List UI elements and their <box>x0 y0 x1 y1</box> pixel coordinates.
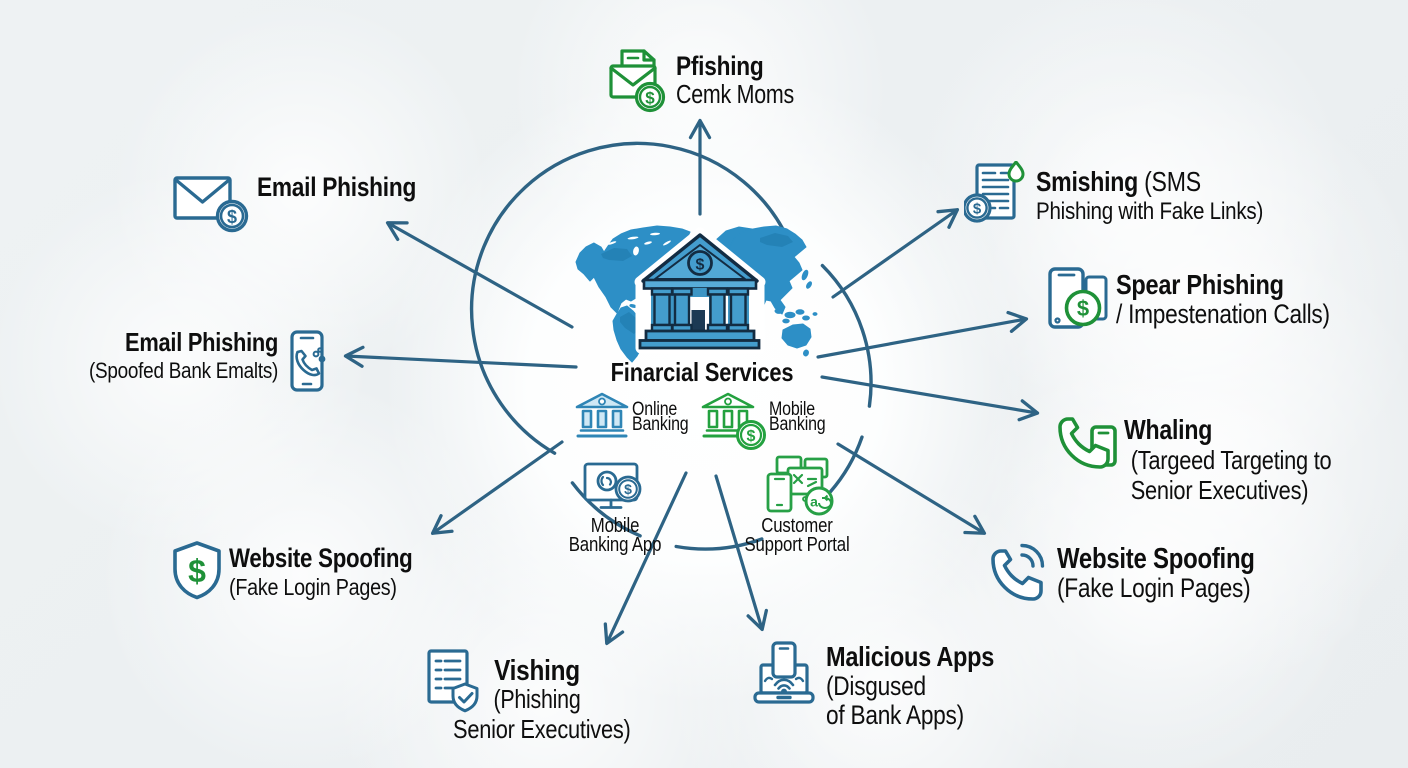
label-customer-support-portal: Customer Support Portal <box>744 515 850 556</box>
label-website-spoofing-right: Website Spoofing (Fake Login Pages) <box>1057 544 1292 603</box>
threat-title-bold: Smishing <box>1036 166 1138 197</box>
svg-text:a: a <box>810 494 818 510</box>
svg-text:$: $ <box>696 257 705 274</box>
arrow-malicious-apps <box>714 474 768 632</box>
label-online-banking: Online Banking <box>632 399 689 435</box>
svg-text:$: $ <box>624 481 632 497</box>
email-dollar-icon: $ <box>173 176 249 233</box>
label-top-phishing: Pfishing Cemk Moms <box>676 51 816 110</box>
label-malicious-apps: Malicious Apps (Disgused of Bank Apps) <box>826 642 1026 730</box>
hub-title: Finarcial Services <box>610 357 794 387</box>
threat-subtitle: Senior Executives) <box>453 714 631 744</box>
label-spear-phishing: Spear Phishing / Impestenation Calls) <box>1116 270 1371 329</box>
threat-subtitle: (Fake Login Pages) <box>229 574 397 600</box>
label-whaling: Whaling (Targeed Targeting to Senior Exe… <box>1124 414 1371 506</box>
arrow-spoofed-email <box>343 345 578 369</box>
threat-subtitle: (Targeed Targeting to <box>1130 445 1332 475</box>
threat-subtitle: Senior Executives) <box>1130 475 1309 505</box>
svg-text:$: $ <box>1077 296 1089 321</box>
threat-title: Pfishing <box>676 51 764 81</box>
threat-subtitle: (Phishing <box>493 686 581 714</box>
svg-text:$: $ <box>645 89 655 108</box>
arrow-website-spoofing-left <box>430 440 564 535</box>
threat-title: Whaling <box>1124 414 1213 445</box>
arrow-email-upper-left <box>385 221 574 329</box>
arrow-spear-phishing <box>816 310 1029 359</box>
bank-blue-icon <box>575 392 629 438</box>
monitor-coins-icon: $ <box>583 462 642 509</box>
world-map <box>575 225 818 363</box>
threat-title: Website Spoofing <box>229 543 413 573</box>
threat-subtitle: (Spoofed Bank Emalts) <box>88 358 278 383</box>
threat-title: Vishing <box>494 655 580 687</box>
threat-title: Email Phishing <box>257 172 417 202</box>
phone-tablet-dollar-icon: $ <box>1048 267 1108 329</box>
devices-support-icon: a <box>766 455 834 516</box>
threat-subtitle: Cemk Moms <box>676 81 794 109</box>
threat-subtitle: Phishing with Fake Links) <box>1036 198 1264 225</box>
label-vishing: Vishing (Phishing Senior Executives) <box>437 656 637 744</box>
threat-subtitle: / Impestenation Calls) <box>1116 299 1330 329</box>
threat-subtitle: (Disgused <box>826 671 926 701</box>
email-document-dollar-icon: $ <box>609 49 666 113</box>
arrows <box>343 118 1040 646</box>
label-website-spoofing-left: Website Spoofing (Fake Login Pages) <box>229 543 447 601</box>
threat-title: Email Phishing <box>124 327 278 357</box>
laptop-phone-wifi-icon <box>753 641 815 704</box>
document-shield-icon <box>427 649 479 713</box>
label-email-upper-left: Email Phishing <box>257 172 446 202</box>
threat-title: Smishing (SMS <box>1036 167 1263 197</box>
svg-text:$: $ <box>973 201 982 218</box>
label-spoofed-email: Email Phishing (Spoofed Bank Emalts) <box>53 327 278 384</box>
arrow-vishing <box>603 471 688 646</box>
arrow-whaling <box>820 375 1040 422</box>
bank-building: $ <box>634 227 766 354</box>
threat-title-light: (SMS <box>1137 166 1201 197</box>
handset-signal-icon <box>991 543 1045 601</box>
threat-title: Malicious Apps <box>826 641 995 672</box>
threat-subtitle: (Fake Login Pages) <box>1057 573 1251 603</box>
arrow-website-spoofing-right <box>836 442 987 535</box>
phone-call-icon <box>290 330 326 392</box>
threat-title: Website Spoofing <box>1057 543 1255 575</box>
arrow-smishing <box>831 208 960 299</box>
shield-dollar-icon: $ <box>173 541 221 600</box>
hub-circle <box>469 141 873 551</box>
handset-phone-icon <box>1058 417 1117 469</box>
label-mobile-banking: Mobile Banking <box>769 399 826 435</box>
svg-text:$: $ <box>747 428 756 445</box>
label-mobile-banking-app: Mobile Banking App <box>568 515 662 556</box>
threat-subtitle: of Bank Apps) <box>826 700 964 730</box>
svg-text:$: $ <box>227 207 237 227</box>
threat-title: Spear Phishing <box>1116 269 1284 300</box>
document-dollar-droplet-icon: $ <box>964 161 1025 223</box>
bank-green-dollar-icon: $ <box>701 392 766 450</box>
svg-text:$: $ <box>188 553 206 589</box>
label-smishing: Smishing (SMS Phishing with Fake Links) <box>1036 167 1306 226</box>
